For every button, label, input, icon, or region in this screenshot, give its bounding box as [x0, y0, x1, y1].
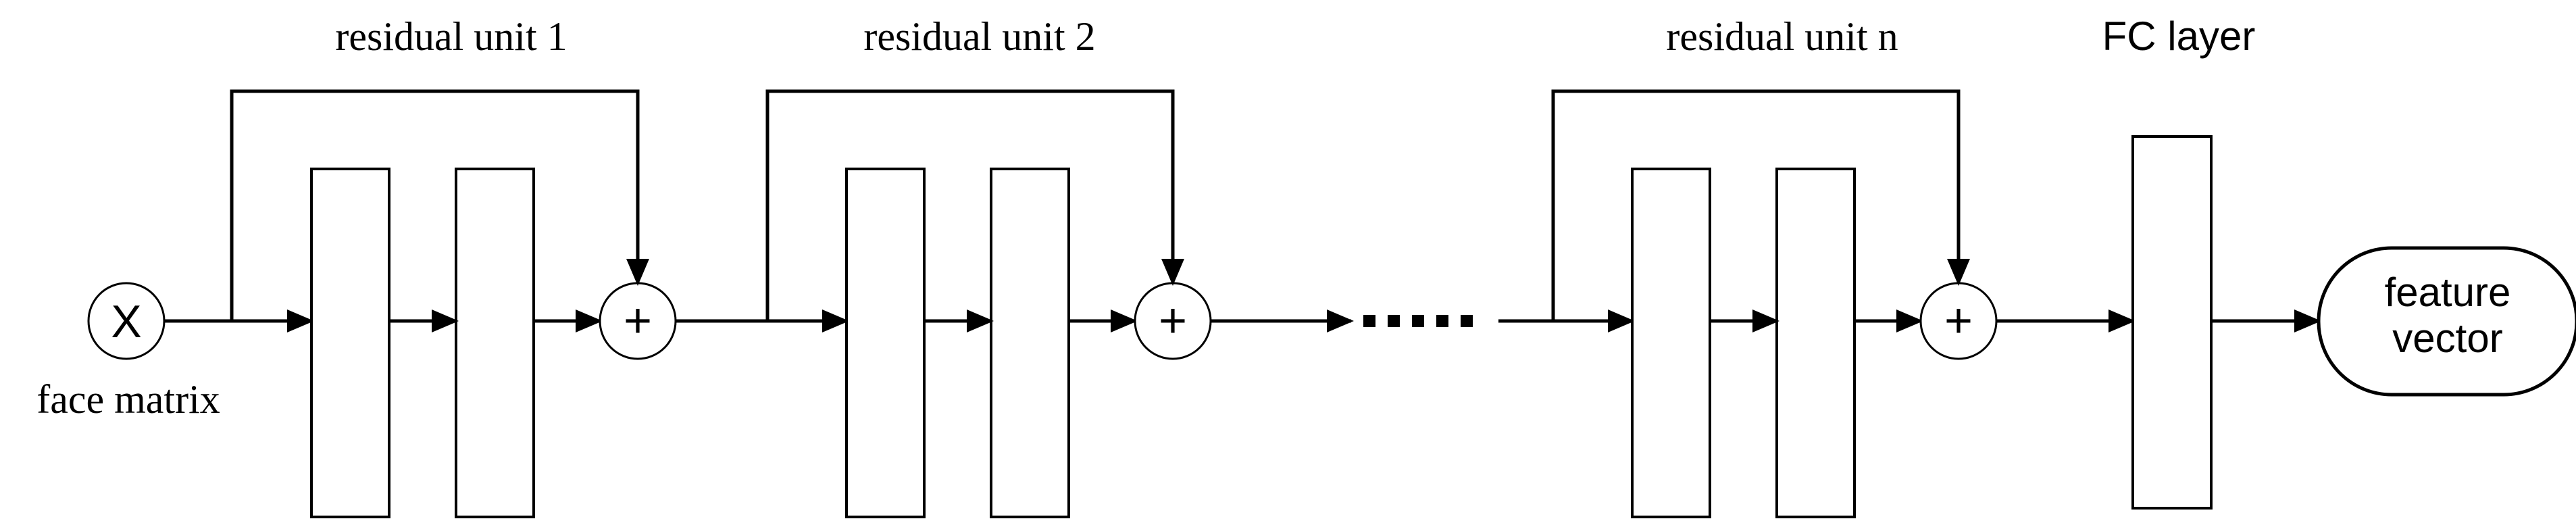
- residual-unit-2-layer-2: [990, 168, 1070, 518]
- residual-unit-n-layer-2: [1775, 168, 1856, 518]
- residual-unit-1-title: residual unit 1: [335, 14, 567, 59]
- feature-vector-line-1: feature: [2385, 270, 2511, 315]
- residual-unit-n-title: residual unit n: [1666, 14, 1898, 59]
- residual-unit-n-skip-connection: [1551, 89, 1970, 321]
- fc-layer-title: FC layer: [2102, 14, 2256, 59]
- fc-layer-box: [2131, 135, 2213, 510]
- residual-unit-1-layer-2: [455, 168, 535, 518]
- residual-unit-2-title: residual unit 2: [863, 14, 1095, 59]
- input-symbol: X: [111, 296, 141, 347]
- residual-unit-n-layer-1: [1631, 168, 1711, 518]
- feature-vector-node: [2317, 246, 2576, 397]
- residual-unit-2-skip-connection: [765, 89, 1184, 321]
- residual-unit-1-sum-symbol: +: [624, 294, 652, 348]
- input-label: face matrix: [36, 377, 220, 422]
- residual-unit-1-layer-1: [310, 168, 390, 518]
- feature-vector-line-2: vector: [2392, 316, 2502, 361]
- residual-unit-2-sum-symbol: +: [1159, 294, 1187, 348]
- residual-unit-1-skip-connection: [230, 89, 649, 321]
- residual-unit-n-sum-symbol: +: [1944, 294, 1973, 348]
- residual-unit-2-layer-1: [845, 168, 926, 518]
